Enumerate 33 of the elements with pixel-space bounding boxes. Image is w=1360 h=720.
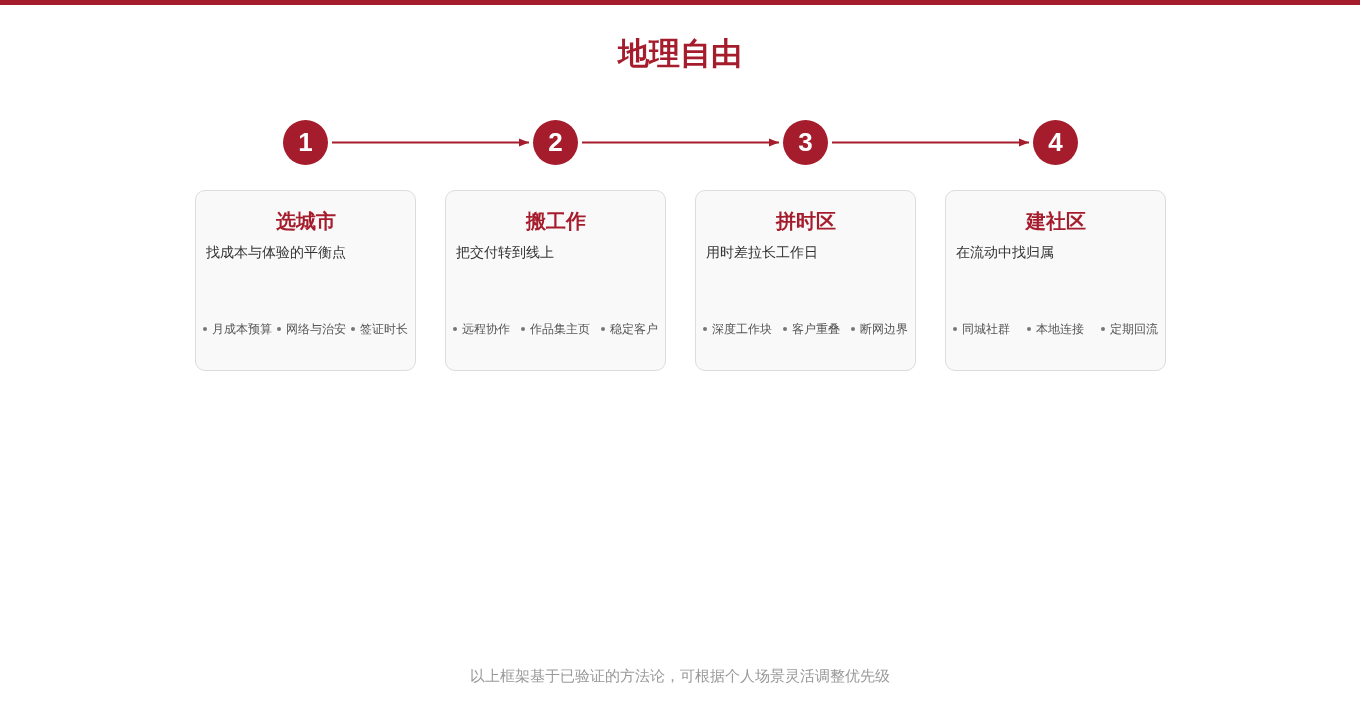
arrow	[581, 138, 780, 147]
bullet-item: 签证时长	[360, 321, 408, 338]
step-card	[445, 190, 666, 371]
number-circle: 2	[533, 120, 578, 165]
card-subtitle: 用时差拉长工作日	[706, 243, 818, 262]
step-card	[195, 190, 416, 371]
step-card	[695, 190, 916, 371]
bullet-item: 断网边界	[860, 321, 908, 338]
bullet-item: 本地连接	[1036, 321, 1084, 338]
card-heading: 选城市	[275, 209, 336, 234]
card-subtitle: 在流动中找归属	[956, 243, 1054, 262]
step-card	[945, 190, 1166, 371]
arrow	[331, 138, 530, 147]
number-circle: 1	[283, 120, 328, 165]
bullet-item: 作品集主页	[530, 321, 590, 338]
number-circle: 4	[1033, 120, 1078, 165]
bullet-item: 网络与治安	[286, 321, 346, 338]
bullet-item: 月成本预算	[212, 321, 272, 338]
caption: 以上框架基于已验证的方法论，可根据个人场景灵活调整优先级	[470, 666, 890, 686]
bullet-item: 定期回流	[1110, 321, 1158, 338]
card-heading: 搬工作	[525, 209, 586, 234]
bullet-item: 客户重叠	[792, 321, 840, 338]
card-heading: 拼时区	[775, 209, 836, 234]
card-subtitle: 把交付转到线上	[456, 243, 554, 262]
number-circle: 3	[783, 120, 828, 165]
title: 地理自由	[618, 35, 742, 73]
card-heading: 建社区	[1025, 209, 1086, 234]
bullet-item: 深度工作块	[712, 321, 772, 338]
bullet-item: 稳定客户	[610, 321, 658, 338]
card-subtitle: 找成本与体验的平衡点	[206, 243, 346, 262]
bullet-item: 同城社群	[962, 321, 1010, 338]
bullet-item: 远程协作	[462, 321, 510, 338]
arrow	[831, 138, 1030, 147]
